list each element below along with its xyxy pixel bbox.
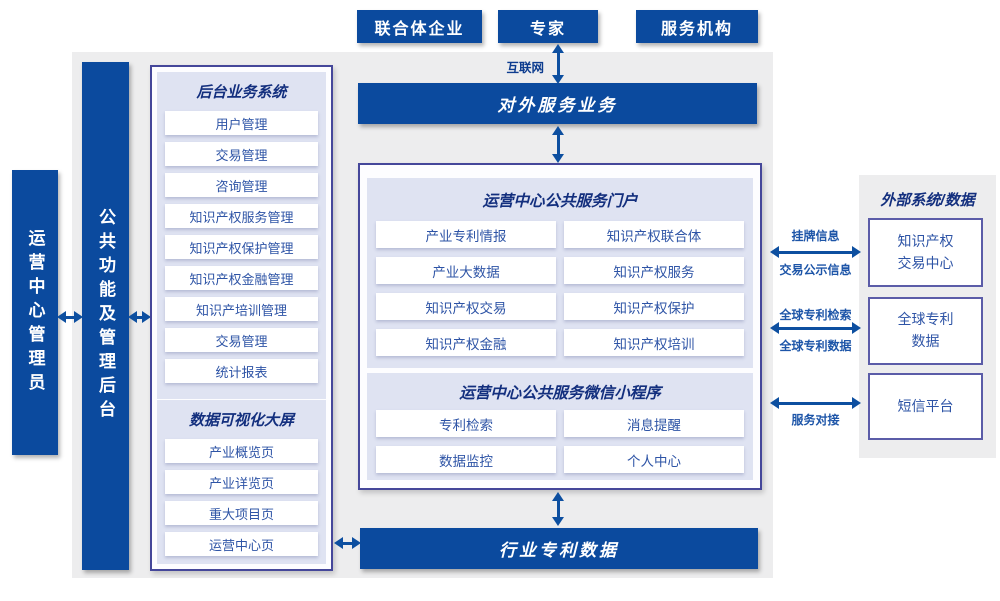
- double-arrow-internet-icon: [551, 44, 565, 84]
- double-arrow-portal-icon: [551, 126, 565, 163]
- link-label-listing-info: 挂牌信息: [791, 229, 840, 243]
- link-label-global-data: 全球专利数据: [779, 339, 852, 353]
- industry-patent-bar: 行业专利数据: [360, 528, 758, 569]
- backend-system-item: 咨询管理: [165, 173, 318, 197]
- actor-label: 联合体企业: [374, 20, 465, 38]
- double-arrow-global-patent-icon: [770, 321, 861, 335]
- double-arrow-dashboard-icon: [334, 536, 361, 550]
- portal-grid: 产业专利情报知识产权联合体产业大数据知识产权服务知识产权交易知识产权保护知识产权…: [376, 221, 744, 356]
- dashboard-list: 产业概览页产业详览页重大项目页运营中心页: [165, 439, 318, 556]
- backend-system-item: 交易管理: [165, 328, 318, 352]
- miniprogram-item: 消息提醒: [564, 410, 744, 437]
- dashboard-item: 产业详览页: [165, 470, 318, 494]
- link-label-trade-publicity: 交易公示信息: [779, 263, 852, 277]
- double-arrow-exchange-icon: [770, 245, 861, 259]
- double-arrow-sms-icon: [770, 396, 861, 410]
- dashboard-item: 产业概览页: [165, 439, 318, 463]
- dashboard-item: 运营中心页: [165, 532, 318, 556]
- portal-item: 知识产权金融: [376, 329, 556, 356]
- dashboard-title: 数据可视化大屏: [188, 412, 294, 429]
- actor-label: 专家: [529, 20, 566, 38]
- portal-item: 知识产权服务: [564, 257, 744, 284]
- miniprogram-grid: 专利检索消息提醒数据监控个人中心: [376, 410, 744, 473]
- left-panel: 后台业务系统 用户管理交易管理咨询管理知识产权服务管理知识产权保护管理知识产权金…: [150, 65, 333, 571]
- miniprogram-item: 个人中心: [564, 446, 744, 473]
- external-system-global-patent: 全球专利 数据: [868, 297, 983, 365]
- backend-system-item: 统计报表: [165, 359, 318, 383]
- backend-system-item: 用户管理: [165, 111, 318, 135]
- portal-panel: 运营中心公共服务门户 产业专利情报知识产权联合体产业大数据知识产权服务知识产权交…: [367, 178, 753, 368]
- backend-system-item: 知识产权金融管理: [165, 266, 318, 290]
- center-panel: 运营中心公共服务门户 产业专利情报知识产权联合体产业大数据知识产权服务知识产权交…: [358, 163, 762, 490]
- link-label-global-search: 全球专利检索: [779, 308, 852, 322]
- double-arrow-patent-data-icon: [551, 492, 565, 526]
- backend-system-title: 后台业务系统: [196, 84, 287, 101]
- external-systems-title: 外部系统/数据: [880, 192, 975, 209]
- double-arrow-admin-icon: [57, 310, 83, 324]
- miniprogram-item: 数据监控: [376, 446, 556, 473]
- miniprogram-title: 运营中心公共服务微信小程序: [459, 385, 661, 402]
- actor-label: 服务机构: [660, 20, 733, 38]
- operations-admin-label: 运营中心管理员: [25, 228, 45, 397]
- backend-functions-bar: 公共功能及管理后台: [82, 62, 129, 570]
- portal-item: 产业大数据: [376, 257, 556, 284]
- actor-box-consortium: 联合体企业: [357, 10, 482, 43]
- operations-admin-box: 运营中心管理员: [12, 170, 58, 455]
- external-service-bar: 对外服务业务: [358, 83, 757, 124]
- portal-item: 知识产权联合体: [564, 221, 744, 248]
- portal-item: 知识产权交易: [376, 293, 556, 320]
- portal-item: 知识产权保护: [564, 293, 744, 320]
- backend-system-list: 用户管理交易管理咨询管理知识产权服务管理知识产权保护管理知识产权金融管理知识产培…: [165, 111, 318, 383]
- double-arrow-backend-icon: [128, 310, 151, 324]
- external-system-sms: 短信平台: [868, 373, 983, 440]
- backend-system-item: 知识产权保护管理: [165, 235, 318, 259]
- actor-box-experts: 专家: [498, 10, 598, 43]
- industry-patent-label: 行业专利数据: [499, 541, 619, 560]
- backend-functions-label: 公共功能及管理后台: [96, 208, 115, 424]
- actor-box-service-orgs: 服务机构: [636, 10, 758, 43]
- external-systems-panel: 外部系统/数据 知识产权 交易中心 全球专利 数据 短信平台: [859, 175, 996, 458]
- portal-title: 运营中心公共服务门户: [482, 193, 638, 210]
- external-system-ip-exchange: 知识产权 交易中心: [868, 218, 983, 287]
- backend-system-item: 交易管理: [165, 142, 318, 166]
- dashboard-panel: 数据可视化大屏 产业概览页产业详览页重大项目页运营中心页: [157, 400, 326, 564]
- backend-system-item: 知识产权服务管理: [165, 204, 318, 228]
- miniprogram-panel: 运营中心公共服务微信小程序 专利检索消息提醒数据监控个人中心: [367, 373, 753, 480]
- backend-system-item: 知识产培训管理: [165, 297, 318, 321]
- dashboard-item: 重大项目页: [165, 501, 318, 525]
- link-label-service-docking: 服务对接: [791, 413, 840, 427]
- miniprogram-item: 专利检索: [376, 410, 556, 437]
- external-service-label: 对外服务业务: [497, 96, 618, 115]
- internet-label: 互联网: [506, 61, 544, 75]
- portal-item: 知识产权培训: [564, 329, 744, 356]
- portal-item: 产业专利情报: [376, 221, 556, 248]
- backend-system-panel: 后台业务系统 用户管理交易管理咨询管理知识产权服务管理知识产权保护管理知识产权金…: [157, 72, 326, 399]
